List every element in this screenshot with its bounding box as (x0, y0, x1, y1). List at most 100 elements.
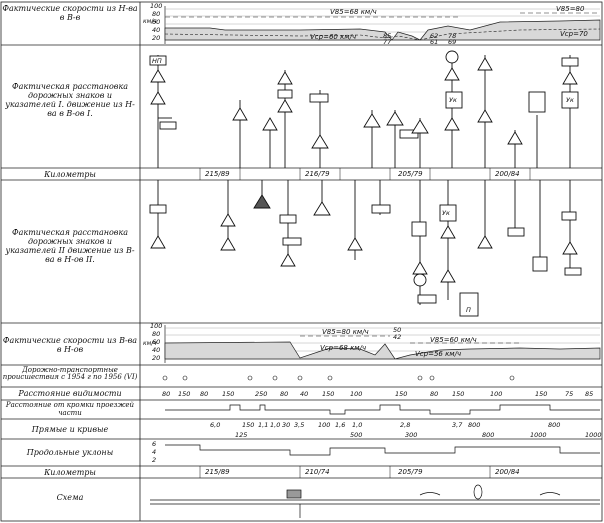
km-label-bottom: 200/84 (495, 468, 520, 476)
curve-label: 125 (235, 431, 248, 439)
label-signs-bottom: Фактическая расстановка дорожных знаков … (5, 228, 135, 264)
visibility-value: 80 (280, 390, 289, 398)
visibility-value: 80 (430, 390, 439, 398)
speed-bottom-tick: 60 (152, 338, 161, 346)
curve-label: 3,5 (294, 421, 305, 429)
visibility-value: 100 (350, 390, 363, 398)
visibility-value: 85 (585, 390, 594, 398)
curve-label: 6,0 (210, 421, 221, 429)
speed-bottom-tick: 80 (152, 330, 161, 338)
visibility-value: 150 (178, 390, 191, 398)
speed-top-dip: 78 (448, 32, 457, 40)
label-straights-curves: Прямые и кривые (31, 425, 109, 434)
gradient-line (165, 444, 600, 456)
speed-top-dip: 69 (448, 38, 457, 46)
curve-label: 800 (468, 421, 481, 429)
speed-top-tick: 60 (152, 18, 161, 26)
speed-top-tick: 40 (152, 26, 161, 34)
visibility-value: 150 (535, 390, 548, 398)
curve-label: 1,6 (335, 421, 346, 429)
visibility-value: 150 (395, 390, 408, 398)
curve-label: 150 (242, 421, 255, 429)
speed-top-tick: 80 (152, 10, 161, 18)
label-gradients: Продольные уклоны (26, 448, 114, 457)
speed-top-tick: 100 (150, 2, 163, 10)
label-accidents: Дорожно-транспортные происшествия с 1954… (2, 366, 138, 381)
speed-bottom-peak: 42 (393, 333, 402, 341)
speed-bottom-vcp-2: Vср=56 км/ч (415, 350, 462, 358)
speed-bottom-peak: 50 (393, 326, 402, 334)
sign-yk: Ук (442, 209, 450, 217)
visibility-value: 80 (200, 390, 209, 398)
curve-label: 1000 (585, 431, 602, 439)
km-label-top: 215/89 (205, 170, 230, 178)
curves-line (165, 404, 600, 415)
km-label-top: 205/79 (398, 170, 423, 178)
sign-np: НП (152, 57, 162, 65)
label-speed-bottom: Фактические скорости из В-ва в Н-ов (2, 336, 138, 354)
speed-top-vcp-right: Vср=70 (560, 30, 588, 38)
km-row-bottom-marks (199, 466, 491, 478)
curve-label: 800 (548, 421, 561, 429)
speed-bottom-tick: 40 (152, 346, 161, 354)
km-label-bottom: 205/79 (398, 468, 423, 476)
label-speed-top: Фактические скорости из Н-ва в В-в (2, 4, 138, 22)
visibility-value: 250 (255, 390, 268, 398)
km-label-top: 200/84 (495, 170, 520, 178)
curve-label: 1,0 (270, 421, 281, 429)
gradient-tick: 6 (152, 440, 157, 448)
visibility-value: 150 (452, 390, 465, 398)
sign-p: П (466, 306, 471, 314)
sign-yk: Ук (566, 96, 574, 104)
gradient-tick: 2 (152, 456, 157, 464)
label-km-bottom: Километры (44, 468, 96, 477)
speed-top-dip: 61 (430, 38, 439, 46)
speed-bottom-tick: 100 (150, 322, 163, 330)
km-row-top-marks (199, 168, 531, 180)
accidents-marks (162, 375, 515, 381)
visibility-value: 100 (490, 390, 503, 398)
speed-top-v85-right: V85=80 (556, 5, 585, 13)
speed-chart-top (164, 6, 601, 44)
speed-bottom-vcp: Vср=68 км/ч (320, 344, 367, 352)
curve-label: 1,0 (352, 421, 363, 429)
km-label-top: 216/79 (305, 170, 330, 178)
curve-label: 3,7 (452, 421, 463, 429)
curve-label: 500 (350, 431, 363, 439)
road-scheme (150, 484, 600, 518)
speed-chart-bottom (164, 325, 601, 363)
curve-label: 300 (405, 431, 418, 439)
curve-label: 2,8 (400, 421, 411, 429)
label-scheme: Схема (56, 493, 84, 502)
label-visibility: Расстояние видимости (18, 389, 122, 398)
speed-top-unit: км/ч (143, 18, 157, 25)
gradient-tick: 4 (152, 448, 157, 456)
curve-label: 30 (282, 421, 291, 429)
label-edge-distance: Расстояние от кромки проезжей части (5, 401, 135, 417)
visibility-value: 75 (565, 390, 574, 398)
km-label-bottom: 210/74 (305, 468, 330, 476)
speed-top-dip: 62 (430, 32, 439, 40)
sign-yk: Ук (449, 96, 457, 104)
curve-label: 800 (482, 431, 495, 439)
speed-top-v85: V85=68 км/ч (330, 8, 377, 16)
curve-label: 100 (318, 421, 331, 429)
curve-label: 1,1 (258, 421, 269, 429)
speed-top-vcp: Vср=60 км/ч (310, 33, 357, 41)
speed-bottom-v85-2: V85=60 км/ч (430, 336, 477, 344)
speed-bottom-v85: V85=80 км/ч (322, 328, 369, 336)
visibility-value: 80 (162, 390, 171, 398)
visibility-value: 40 (300, 390, 309, 398)
signs-direction-1 (149, 50, 579, 168)
speed-top-dip: 77 (383, 38, 392, 46)
label-km-top: Километры (44, 170, 96, 179)
label-signs-top: Фактическая расстановка дорожных знаков … (5, 82, 135, 118)
speed-top-tick: 20 (152, 34, 161, 42)
visibility-value: 150 (222, 390, 235, 398)
speed-bottom-unit: км/ч (143, 340, 157, 347)
speed-bottom-tick: 20 (152, 354, 161, 362)
speed-top-dip: 85 (383, 32, 392, 40)
curve-label: 1000 (530, 431, 547, 439)
